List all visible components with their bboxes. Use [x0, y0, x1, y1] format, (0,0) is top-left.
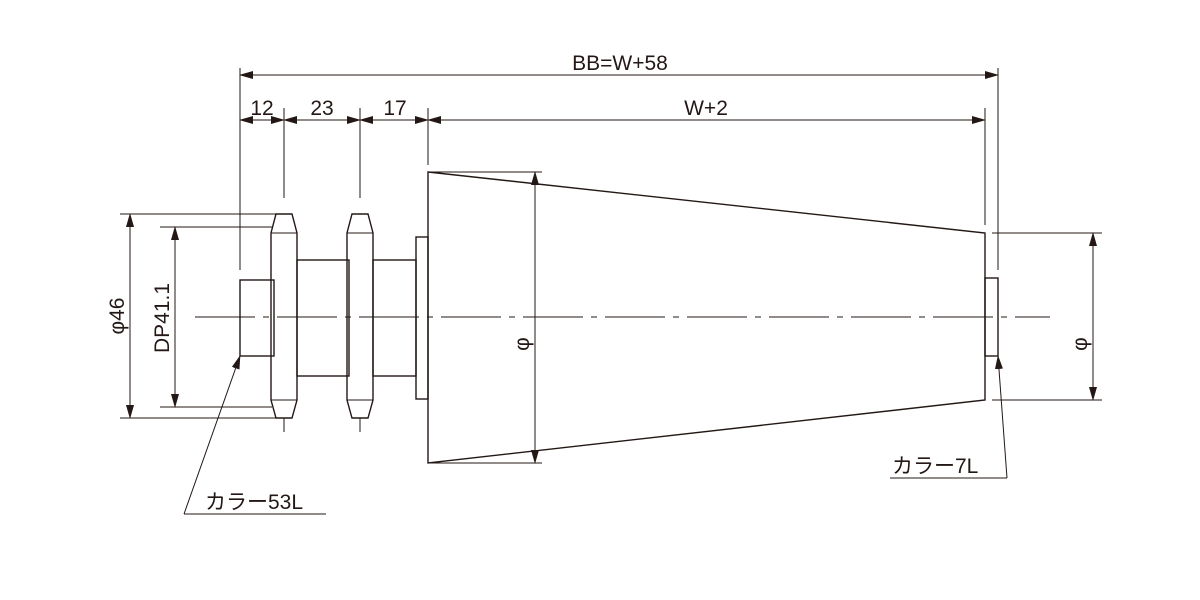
leader-lines — [183, 355, 1008, 515]
sprocket-1 — [270, 213, 298, 419]
hub-step — [415, 236, 429, 400]
overall-length-label: BB=W+58 — [572, 52, 668, 75]
segment-3-label: 17 — [383, 97, 406, 120]
sprocket-2 — [346, 213, 374, 419]
vertical-dimension-lines — [120, 171, 1102, 464]
left-collar — [239, 279, 275, 357]
segment-1-label: 12 — [250, 97, 273, 120]
flange-diameter-label: φ46 — [106, 298, 129, 335]
end-diameter-label: φ — [1069, 337, 1092, 351]
collar-right-label: カラー7L — [892, 455, 978, 478]
collar-left-label: カラー53L — [205, 491, 303, 514]
right-collar — [984, 277, 999, 357]
taper-roller — [427, 171, 986, 464]
dimension-lines — [239, 71, 999, 124]
extension-lines — [239, 68, 999, 432]
hub-right — [372, 259, 417, 377]
pitch-diameter-label: DP41.1 — [151, 283, 174, 353]
roller-length-label: W+2 — [684, 97, 728, 120]
roller-diameter-label: φ — [511, 337, 534, 351]
hub-middle — [296, 259, 350, 377]
segment-2-label: 23 — [310, 97, 333, 120]
